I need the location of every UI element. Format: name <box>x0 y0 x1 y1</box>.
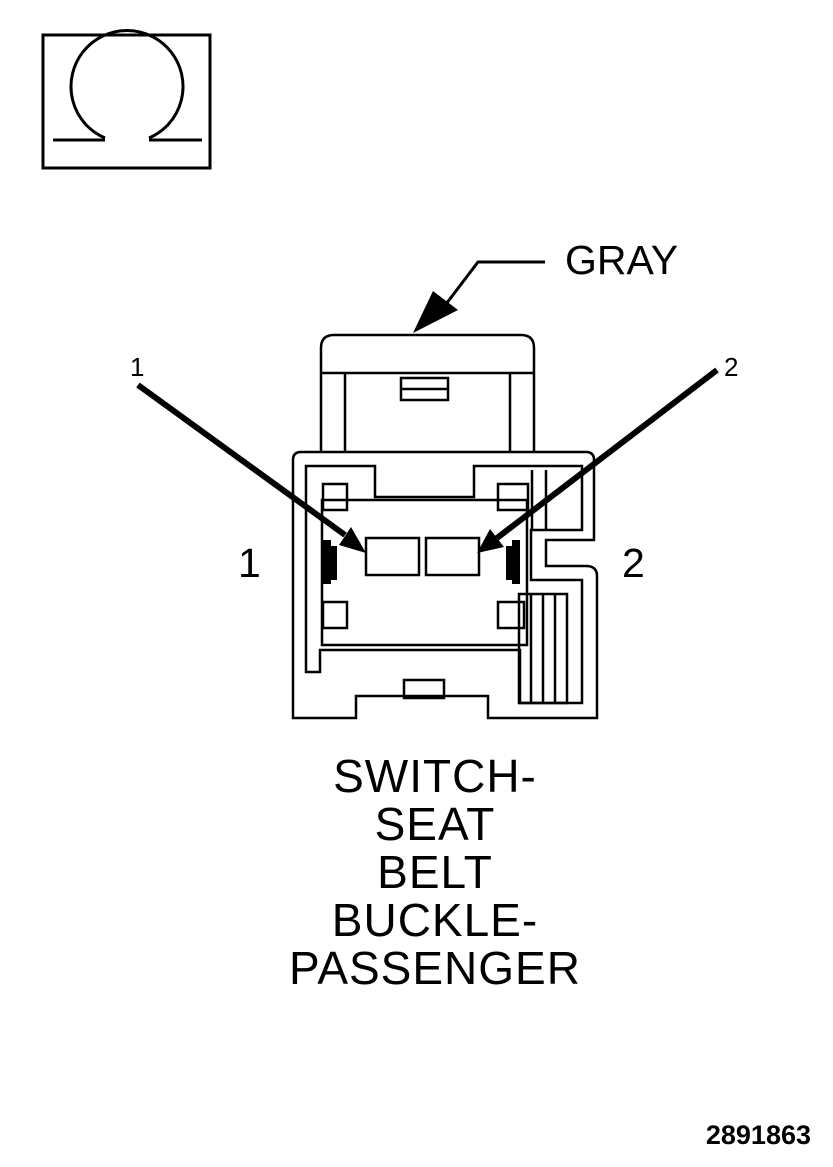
caption-line: SEAT <box>374 798 496 850</box>
figure-id: 2891863 <box>705 1120 811 1150</box>
pin-1-callout <box>136 382 366 553</box>
pin-1-label: 1 <box>238 540 261 586</box>
pin-2-callout-label: 2 <box>724 352 738 382</box>
terminal-locks <box>323 540 520 584</box>
pin-1-callout-label: 1 <box>130 352 144 382</box>
caption-line: BELT <box>377 846 493 898</box>
caption-line: BUCKLE- <box>331 894 539 946</box>
color-callout <box>413 260 545 333</box>
ohm-icon <box>41 29 212 170</box>
connector-body <box>291 333 599 720</box>
connector-color-label: GRAY <box>565 237 678 283</box>
caption-line: SWITCH- <box>333 750 537 802</box>
component-caption: SWITCH- SEAT BELT BUCKLE- PASSENGER <box>230 752 640 992</box>
caption-line: PASSENGER <box>289 942 581 994</box>
pin-2-label: 2 <box>622 540 645 586</box>
pin-2-callout <box>477 367 719 553</box>
